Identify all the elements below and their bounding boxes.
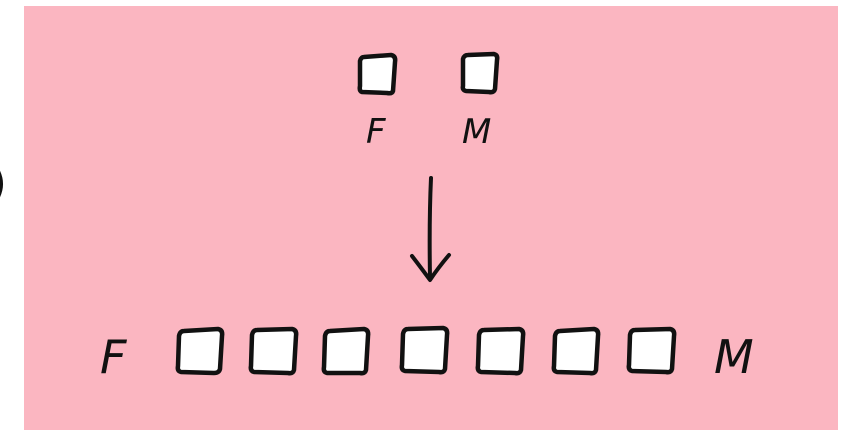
edge-parenthesis-mark [0, 171, 3, 197]
diagram-panel: F M F M [24, 6, 838, 430]
inheritance-diagram: F M F M [24, 6, 838, 430]
child-boxes [175, 325, 677, 376]
child-label-f: F [100, 330, 127, 384]
child-label-m: M [714, 330, 754, 384]
child-box [175, 326, 225, 376]
child-box [321, 326, 371, 376]
child-box [248, 326, 299, 376]
parent-box-f [357, 52, 398, 96]
child-box [551, 326, 601, 376]
parent-label-f: F [366, 112, 386, 152]
down-arrow-icon [410, 176, 451, 282]
parent-label-m: M [462, 112, 491, 152]
child-box [626, 326, 677, 375]
child-box [475, 326, 526, 376]
child-box [399, 325, 450, 375]
parent-box-m [460, 51, 500, 95]
